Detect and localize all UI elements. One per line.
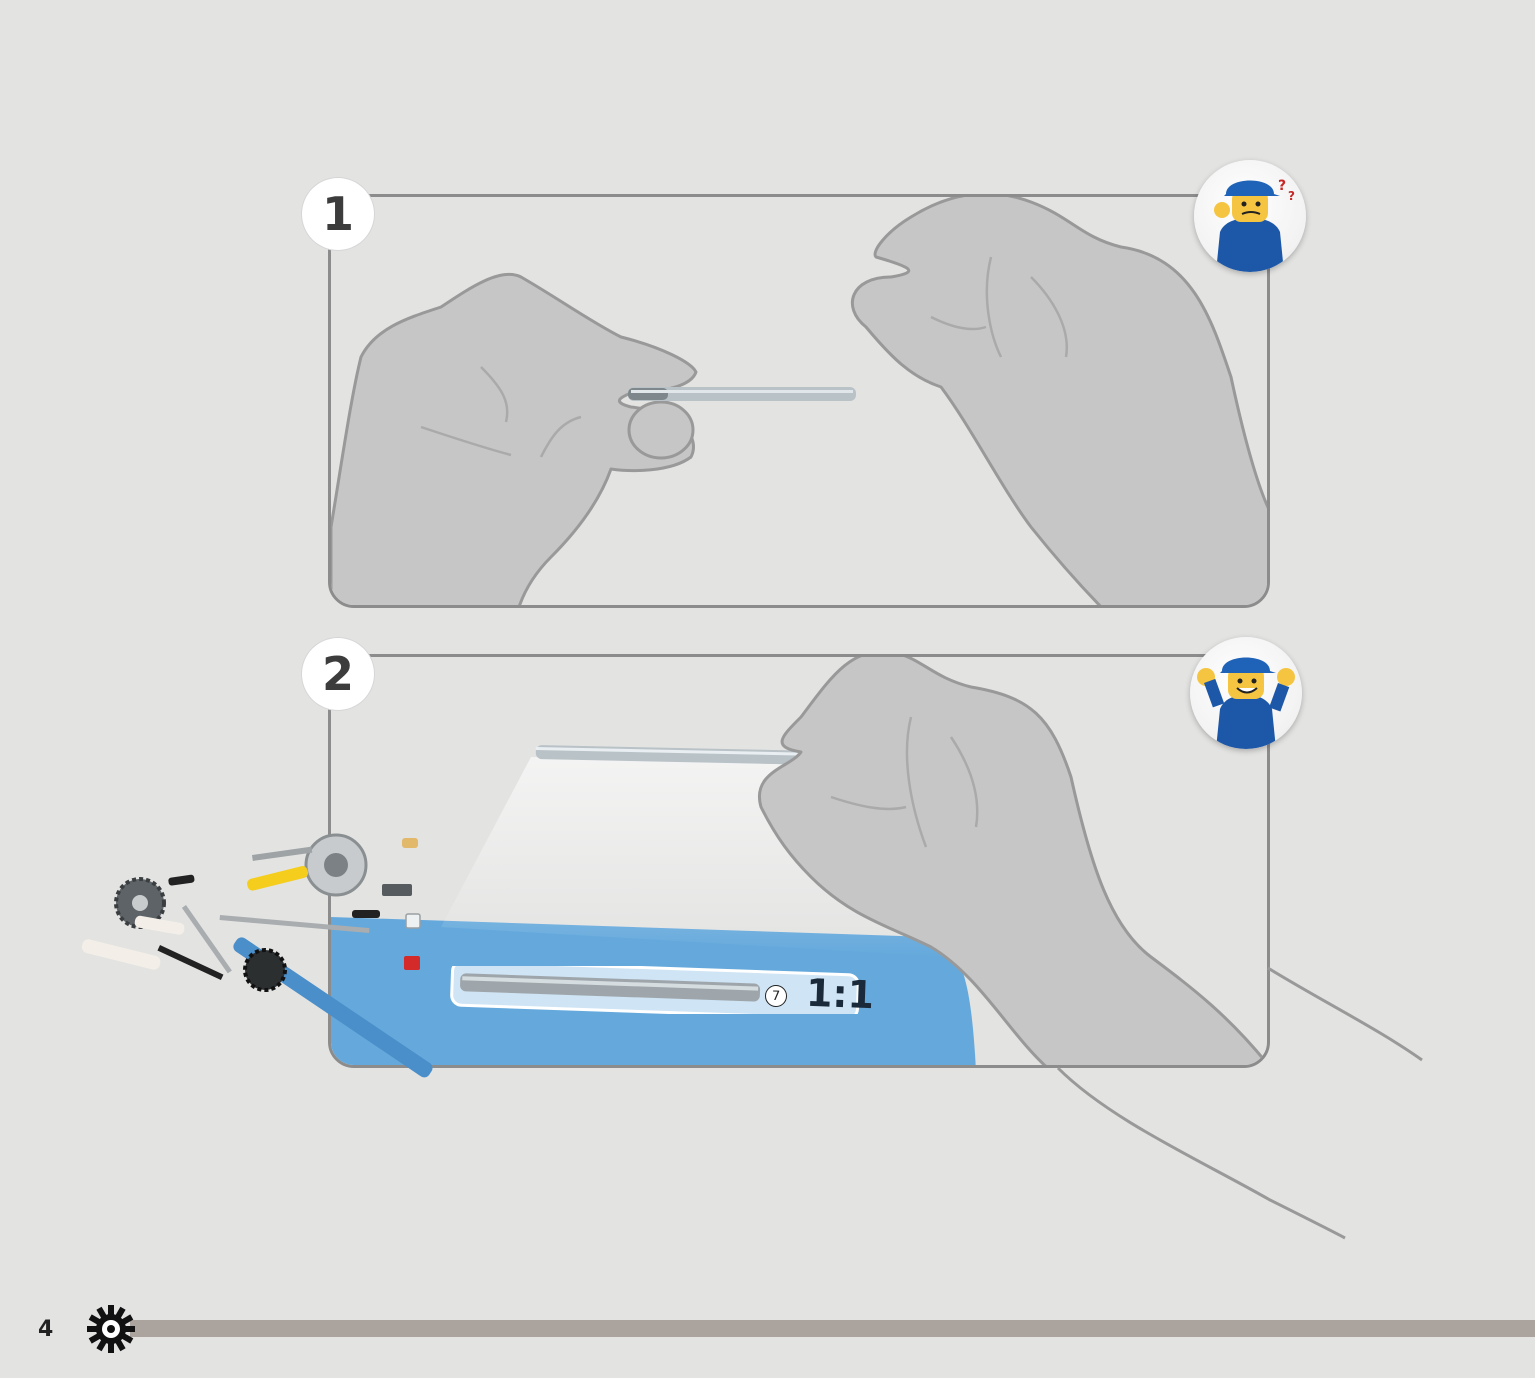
step-1-illustration [331, 197, 1267, 605]
gear-icon [84, 1302, 138, 1356]
scale-ratio: 1:1 [805, 970, 875, 1018]
step-number-badge: 2 [302, 638, 374, 710]
svg-text:?: ? [1278, 178, 1286, 194]
svg-text:?: ? [1288, 189, 1295, 203]
happy-minifigure-icon [1190, 637, 1302, 749]
scale-indicator [450, 966, 860, 1014]
step-number-badge: 1 [302, 178, 374, 250]
step-1-panel [328, 194, 1270, 608]
page-number: 4 [38, 1317, 54, 1342]
footer-bar [130, 1320, 1535, 1337]
confused-minifigure-icon: ? ? [1194, 160, 1306, 272]
